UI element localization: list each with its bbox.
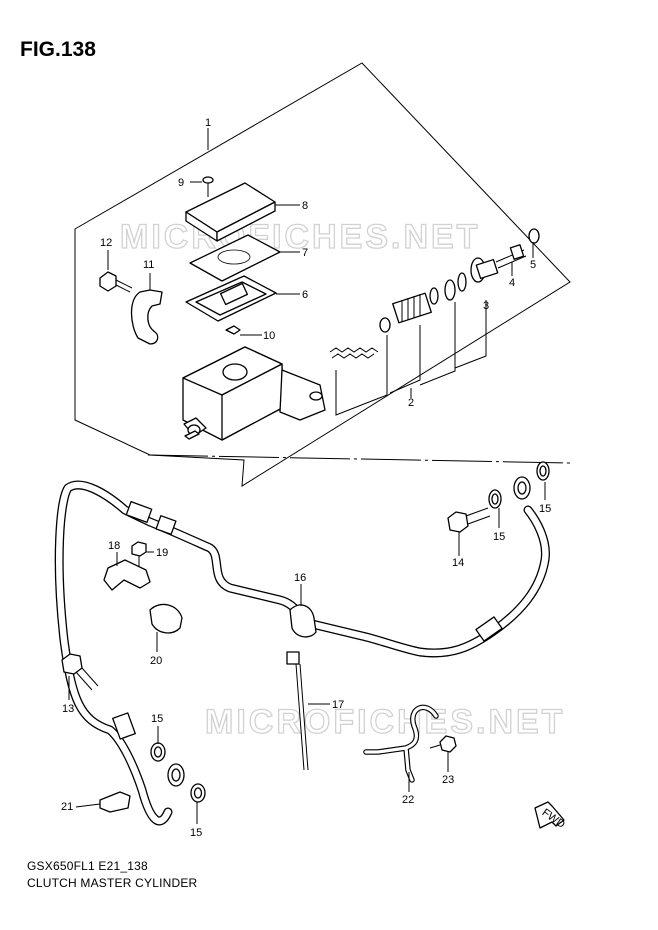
callout-13: 13 [62, 703, 74, 715]
fwd-arrow: FWD [534, 801, 567, 831]
callout-3: 3 [483, 300, 489, 312]
hose-fitting-upper-end [513, 476, 531, 500]
callout-15-upper-right: 15 [539, 503, 551, 515]
float-clip [225, 325, 241, 335]
callout-10: 10 [263, 330, 275, 342]
watermark-top: MICROFICHES.NET [120, 218, 480, 256]
assembly-floor-line [147, 454, 571, 464]
reservoir-cap-side-2 [216, 201, 276, 242]
hose-clip-21 [99, 791, 131, 813]
union-bolt-upper [447, 507, 491, 533]
hose-guide-18 [103, 559, 151, 591]
assembly-boundary [74, 62, 571, 487]
leader-lines [68, 128, 546, 824]
hose-ferrules [112, 501, 503, 740]
callout-14: 14 [452, 557, 464, 569]
clamp-bracket [130, 289, 163, 345]
figure-title: FIG.138 [20, 38, 96, 61]
callout-17: 17 [332, 699, 344, 711]
callout-16: 16 [294, 572, 306, 584]
callout-6: 6 [302, 289, 308, 301]
callout-22: 22 [402, 794, 414, 806]
watermark-bottom: MICROFICHES.NET [205, 703, 565, 741]
callout-15-lower-right: 15 [190, 827, 202, 839]
hose-clamp-20 [149, 603, 183, 634]
cable-tie [286, 651, 309, 771]
footer-figure-name: CLUTCH MASTER CYLINDER [27, 876, 198, 890]
callout-20: 20 [150, 655, 162, 667]
cap-screw [202, 176, 214, 197]
callout-21: 21 [61, 801, 73, 813]
hose-clamp [289, 604, 317, 638]
footer-model-code: GSX650FL1 E21_138 [27, 859, 148, 873]
dust-boot [528, 228, 540, 244]
piston-set [329, 287, 439, 359]
callout-2: 2 [408, 397, 414, 409]
callout-9: 9 [178, 177, 184, 189]
bracket-bolt [99, 271, 133, 293]
callout-19: 19 [156, 547, 168, 559]
master-cylinder-body [182, 346, 326, 441]
callout-15-lower-left: 15 [151, 713, 163, 725]
callout-labels: 1 2 3 4 5 6 7 8 9 10 11 12 13 14 15 15 1… [61, 117, 551, 839]
fwd-label: FWD [540, 807, 567, 831]
callout-18: 18 [108, 540, 120, 552]
callout-12: 12 [100, 237, 112, 249]
bracket-bolt-23 [429, 735, 457, 753]
callout-8: 8 [302, 200, 308, 212]
callout-1: 1 [205, 117, 211, 129]
hose-fitting-lower-end [167, 763, 185, 787]
callout-15-upper-left: 15 [493, 531, 505, 543]
callout-11: 11 [143, 259, 154, 271]
callout-4: 4 [509, 277, 515, 289]
callout-5: 5 [530, 259, 536, 271]
guide-bolt-19 [131, 541, 147, 566]
union-bolt-lower [61, 653, 99, 691]
callout-7: 7 [302, 247, 308, 259]
callout-23: 23 [442, 774, 454, 786]
circlip [444, 272, 467, 301]
push-rod [470, 244, 527, 283]
